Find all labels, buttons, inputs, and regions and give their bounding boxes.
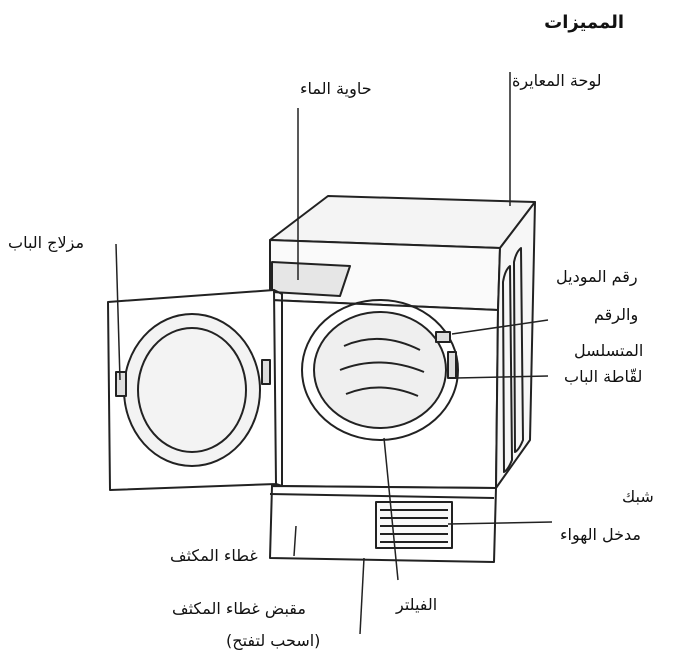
leader-door-catch xyxy=(455,375,549,379)
door-catch-mark xyxy=(447,351,457,379)
label-air-vent-1: شبك xyxy=(622,487,654,506)
leader-model-number xyxy=(451,319,549,335)
drum-inner xyxy=(313,311,447,429)
side-rib-1 xyxy=(502,265,513,473)
door-glass xyxy=(123,313,261,467)
leader-air-vent xyxy=(447,521,553,525)
door-hinge-mark xyxy=(115,371,127,397)
side-rib-2 xyxy=(513,247,524,453)
dryer-top xyxy=(269,195,536,249)
leader-condenser-cover xyxy=(293,525,297,557)
leader-door-hinge xyxy=(115,243,121,381)
label-condenser-cover: غطاء المكثف xyxy=(170,546,258,565)
label-condenser-handle: مقبض غطاء المكثف xyxy=(172,599,306,618)
label-door-catch: لقّاطة الباب xyxy=(564,367,643,386)
label-model-number-2: والرقم xyxy=(594,305,639,324)
label-control-panel: لوحة المعايرة xyxy=(512,71,602,90)
air-vent-grille xyxy=(375,501,453,549)
page-title: المميزات xyxy=(544,12,624,33)
label-door-hinge: مزلاج الباب xyxy=(8,233,85,252)
label-pull-to-open: (اسحب لتفتح) xyxy=(226,631,321,650)
model-plate xyxy=(435,331,451,343)
label-filter: الفيلتر xyxy=(396,595,438,614)
water-container-drawer xyxy=(271,261,351,297)
leader-filter xyxy=(383,437,399,581)
label-water-container: حاوية الماء xyxy=(300,79,372,98)
label-model-number-1: رقم الموديل xyxy=(556,267,638,286)
leader-handle xyxy=(359,557,365,635)
label-model-number-3: المتسلسل xyxy=(574,341,644,360)
label-air-vent-2: مدخل الهواء xyxy=(560,525,641,544)
drum-opening xyxy=(301,299,459,441)
